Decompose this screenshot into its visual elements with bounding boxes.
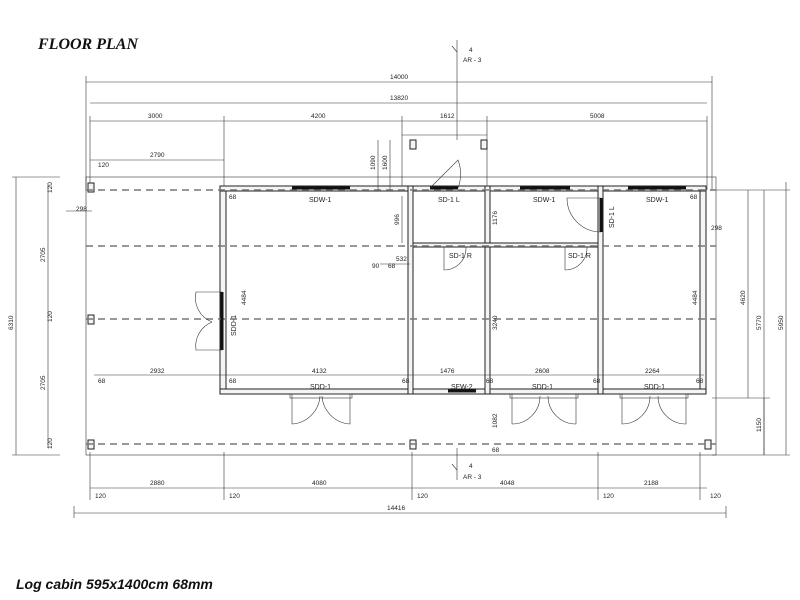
label-sdw-3: SDW-1 [646, 197, 669, 204]
dim-left-width: 2790 [150, 152, 165, 159]
section-top-ref: AR - 3 [463, 57, 482, 64]
dim-left-wall: 120 [98, 162, 109, 169]
dim-bottom-seg-4: 2188 [644, 480, 659, 487]
dim-mid-5: 2264 [645, 368, 660, 375]
dim-top-seg-2: 4200 [311, 113, 326, 120]
dim-small-1: 90 [372, 263, 380, 270]
walls [85, 134, 717, 456]
dim-wall-mid-5: 68 [593, 378, 601, 385]
dim-wall-mid-4: 68 [486, 378, 494, 385]
section-top-number: 4 [469, 47, 473, 54]
label-sdw-1: SDW-1 [309, 197, 332, 204]
dim-top-overall: 14000 [390, 74, 408, 81]
dim-mid-3: 1476 [440, 368, 455, 375]
dim-bottom-seg-2: 4080 [312, 480, 327, 487]
bottom-dimensions: 2880 4080 4048 2188 120 120 120 120 120 … [73, 452, 727, 518]
page-title: FLOOR PLAN [38, 36, 138, 53]
label-sdd-3: SDD-1 [644, 384, 665, 391]
dim-wall-bottom: 68 [492, 447, 500, 454]
label-sdd-2: SDD-1 [532, 384, 553, 391]
section-bottom-ref: AR - 3 [463, 474, 482, 481]
dim-left-wall-1: 120 [47, 182, 54, 193]
openings [195, 159, 689, 425]
dim-mid-4: 2608 [535, 368, 550, 375]
dim-mid-1: 2932 [150, 368, 165, 375]
label-sdw-2: SDW-1 [533, 197, 556, 204]
dim-wall-mid-3: 68 [402, 378, 410, 385]
dim-corridor-1: 996 [394, 214, 401, 225]
dim-wall-mid-6: 68 [696, 378, 704, 385]
dim-left-overall: 6310 [8, 315, 15, 330]
section-bottom-number: 4 [469, 463, 473, 470]
dim-top-inner: 13820 [390, 95, 408, 102]
dim-left-seg-1: 2705 [40, 247, 47, 262]
dim-bottom-wall-1: 120 [95, 493, 106, 500]
cabin-caption: Log cabin 595x1400cm 68mm [16, 576, 213, 592]
top-dimensions: 14000 13820 3000 4200 1612 5008 120 2790 [85, 74, 713, 190]
dim-bottom-wall-3: 120 [417, 493, 428, 500]
dim-wall-top-2: 68 [690, 194, 698, 201]
dim-left-wall-2: 120 [47, 311, 54, 322]
interior-dimensions: 2932 4132 1476 2608 2264 68 68 68 68 68 … [94, 140, 704, 454]
dim-porch-2: 1600 [382, 155, 389, 170]
label-sfw-2: SFW-2 [451, 384, 473, 391]
dim-small-2: 68 [388, 263, 396, 270]
dim-right-3: 5950 [778, 315, 785, 330]
dim-bottom-overall: 14416 [387, 505, 405, 512]
dim-corridor-2: 1176 [492, 211, 499, 225]
dim-bottom-wall-2: 120 [229, 493, 240, 500]
dim-bottom-seg-3: 4048 [500, 480, 515, 487]
section-marker-top: 4 AR - 3 [451, 40, 482, 140]
dim-left-edge: 298 [76, 206, 87, 213]
left-dimensions: 6310 2705 2705 120 120 120 298 [8, 176, 92, 456]
dim-wall-mid-2: 68 [229, 378, 237, 385]
dim-top-seg-4: 5008 [590, 113, 605, 120]
label-sd1l-2: SD-1 L [609, 206, 616, 228]
dim-left-seg-2: 2705 [40, 375, 47, 390]
dim-corridor-4: 1082 [492, 413, 499, 428]
dim-wall-mid-left: 68 [98, 378, 106, 385]
right-dimensions: 4620 5770 5950 1150 298 [711, 182, 790, 456]
section-marker-bottom: 4 AR - 3 [451, 448, 482, 481]
dim-room-height-right: 4484 [692, 290, 699, 305]
dim-room-height-left: 4484 [241, 290, 248, 305]
dim-left-wall-3: 120 [47, 438, 54, 449]
beam-lines [86, 189, 716, 445]
dim-right-4: 1150 [756, 418, 763, 432]
dim-right-1: 4620 [740, 290, 747, 305]
dim-corridor-3: 3240 [492, 315, 499, 330]
dim-small-3: 532 [396, 256, 407, 263]
dim-right-edge: 298 [711, 225, 722, 232]
label-sd1l-1: SD-1 L [438, 197, 460, 204]
opening-labels: SDW-1 SDW-1 SDW-1 SD-1 L SD-1 L SD-1 R S… [231, 197, 669, 391]
dim-bottom-seg-1: 2880 [150, 480, 165, 487]
dim-bottom-wall-4: 120 [603, 493, 614, 500]
dim-right-2: 5770 [756, 315, 763, 330]
label-sd1r-1: SD-1 R [449, 253, 472, 260]
dim-bottom-wall-5: 120 [710, 493, 721, 500]
dim-top-seg-1: 3000 [148, 113, 163, 120]
dim-wall-top-1: 68 [229, 194, 237, 201]
label-sdd-1: SDD-1 [310, 384, 331, 391]
dim-mid-2: 4132 [312, 368, 327, 375]
dim-porch-1: 1090 [370, 155, 377, 170]
label-sdd-left: SDD-1 [231, 315, 238, 336]
label-sd1r-2: SD-1 R [568, 253, 591, 260]
dim-top-seg-3: 1612 [440, 113, 455, 120]
